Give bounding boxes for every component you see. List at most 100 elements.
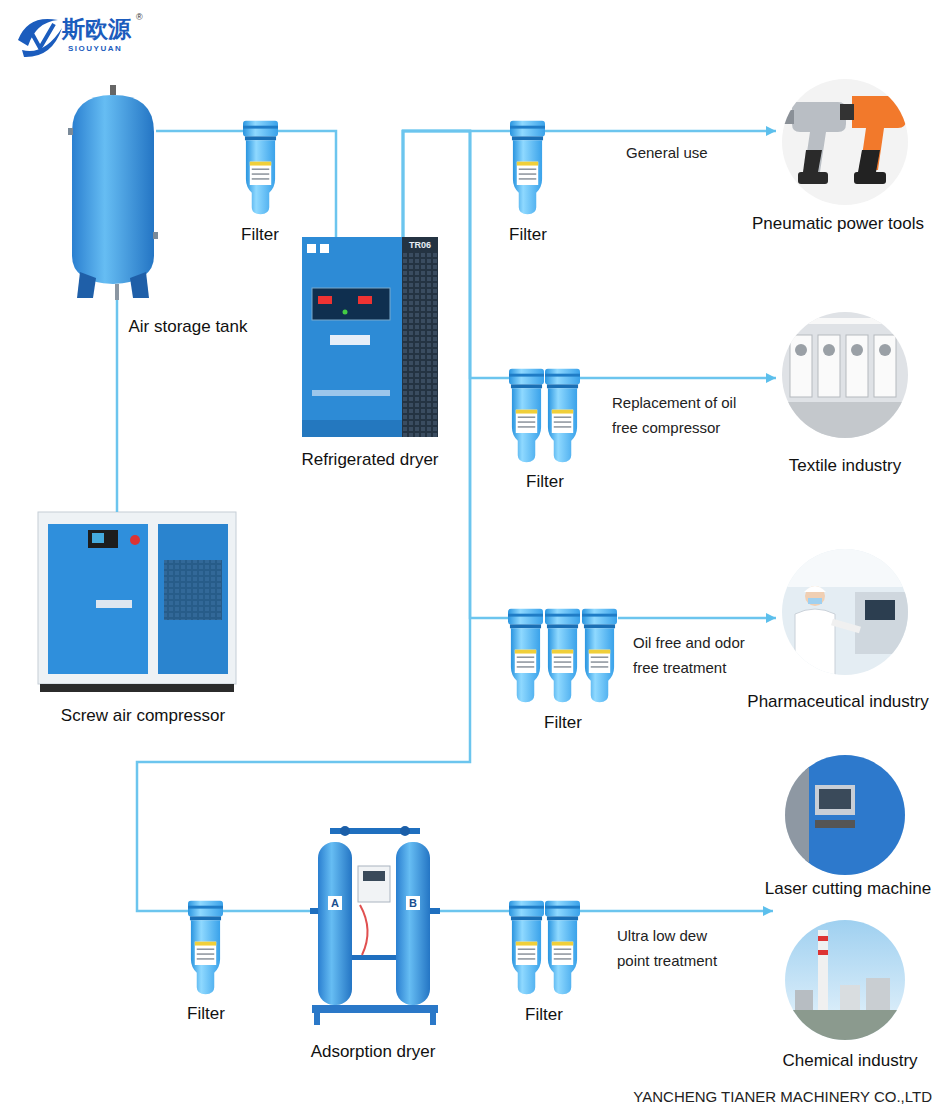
filter-symbol: [509, 369, 544, 462]
storage-tank: [840, 985, 860, 1010]
textile-machine: [818, 335, 840, 397]
chemical-photo: [785, 920, 905, 1050]
laser-photo: [785, 755, 915, 875]
dryer-icon: [320, 244, 329, 253]
ground: [785, 1010, 905, 1050]
equipment-caption: Filter: [525, 1005, 563, 1025]
filter-symbol: [545, 901, 580, 994]
grey-tool: [792, 102, 846, 172]
filter-symbol: [510, 121, 545, 214]
caption-holder: Filter: [509, 225, 547, 245]
label-holder: B: [409, 896, 417, 910]
worker-arm: [832, 622, 860, 630]
screw-compressor: [38, 512, 236, 692]
caption-holder: Screw air compressor: [61, 706, 225, 726]
logo-mark: [30, 24, 54, 48]
tank-body: [72, 95, 154, 284]
application-node: Laser cutting machine: [785, 755, 905, 875]
filter-node: Filter: [509, 368, 580, 463]
edge-label: Ultra low dew point treatment: [617, 923, 735, 973]
tank-drain: [115, 284, 119, 300]
lab-worker: [795, 609, 835, 680]
worker-head: [805, 586, 825, 606]
label-holder: General use: [626, 140, 708, 165]
dryer-valve: [340, 826, 350, 836]
compressor-grille: [164, 560, 222, 620]
label-holder: TR06: [409, 240, 431, 251]
tower-tag: [406, 896, 420, 910]
dryer-tower: [396, 842, 430, 1005]
filter-symbol: [545, 609, 580, 702]
caption-holder: Adsorption dryer: [311, 1042, 436, 1062]
filter-node: Filter: [510, 120, 545, 215]
pipe-connector: [440, 910, 509, 913]
tool-grip: [803, 150, 822, 172]
laser-console: [815, 785, 855, 815]
label-holder: 斯欧源: [62, 15, 131, 43]
brand-latin: SIOUYUAN: [68, 44, 122, 54]
pipe-connector: [403, 131, 508, 618]
filters: [188, 121, 617, 994]
label-holder: YANCHENG TIANER MACHINERY CO.,LTD: [633, 1088, 932, 1106]
tower-letter: A: [331, 896, 339, 910]
caption-holder: Filter: [241, 225, 279, 245]
laser-column: [785, 755, 809, 875]
pipe-connector: [116, 300, 119, 512]
dryer-screen: [363, 871, 385, 881]
label-holder: Replacement of oil free compressor: [612, 390, 757, 440]
chimney: [818, 930, 828, 1010]
filter-node: Filter: [509, 900, 580, 995]
edge-label: Replacement of oil free compressor: [612, 390, 757, 440]
bobbin: [823, 344, 835, 356]
equipment-caption: Filter: [544, 713, 582, 733]
textile-machine: [874, 335, 896, 397]
label-holder: Ultra low dew point treatment: [617, 923, 735, 973]
tool-nose: [780, 110, 794, 124]
filter-symbol: [243, 121, 278, 214]
dryer-tower: [318, 842, 352, 1005]
pipe-connector: [137, 131, 470, 911]
dryer-pipe: [352, 955, 396, 960]
dryer-outlet: [430, 908, 440, 914]
pipe-connector: [580, 910, 773, 913]
lab-screen: [865, 600, 895, 620]
caption-holder: Refrigerated dryer: [302, 450, 439, 470]
equipment-caption: Pharmaceutical industry: [747, 692, 928, 712]
bobbin: [879, 344, 891, 356]
tool-grip: [858, 150, 880, 172]
worker-cap: [804, 586, 826, 592]
dryer-frame: [312, 1005, 438, 1013]
dryer-lamp: [343, 310, 348, 315]
tool-base: [854, 172, 886, 184]
caption-holder: Filter: [187, 1004, 225, 1024]
model-number: TR06: [409, 240, 431, 251]
floor: [782, 402, 908, 442]
label-holder: ®: [136, 12, 143, 22]
brand-logo: [18, 19, 62, 57]
tower-letter: B: [409, 896, 417, 910]
compressor-node: Screw air compressor: [38, 512, 236, 692]
equipment-caption: Filter: [187, 1004, 225, 1024]
dryer-panel: [312, 288, 390, 320]
tank-port: [68, 128, 73, 135]
lab-machine: [855, 592, 910, 654]
compressor-panel: [48, 524, 148, 674]
pipe-connector: [580, 377, 776, 380]
tank-leg: [77, 272, 96, 298]
label-holder: A: [331, 896, 339, 910]
equipment-caption: Pneumatic power tools: [752, 214, 924, 234]
dryer-display: [318, 296, 332, 304]
tank-valve: [110, 85, 116, 95]
ceiling-light: [782, 318, 908, 324]
dryer-side-top: [402, 237, 438, 251]
dryer-side: [402, 237, 438, 437]
compressor-panel: [158, 524, 228, 674]
equipment-caption: Filter: [526, 472, 564, 492]
equipment-caption: Filter: [509, 225, 547, 245]
caption-holder: Laser cutting machine: [765, 879, 931, 899]
textile-photo: [782, 312, 908, 442]
dryer-badge: [330, 335, 370, 345]
photo-ground: [782, 79, 908, 205]
